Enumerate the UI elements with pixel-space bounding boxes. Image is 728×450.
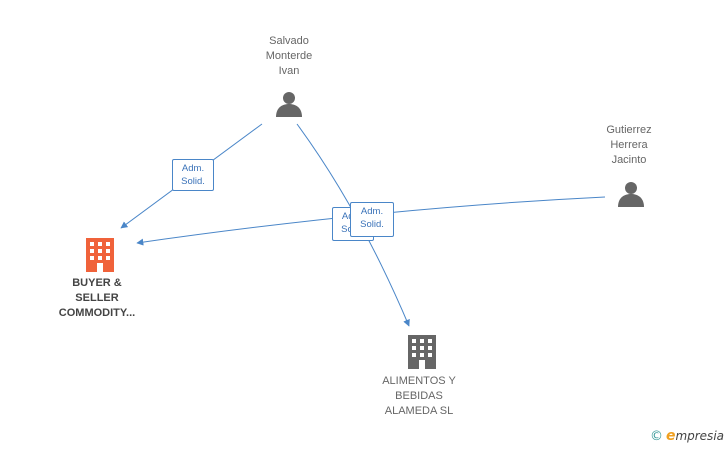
building-icon[interactable] [408, 335, 436, 369]
label-line: SELLER [75, 292, 119, 304]
role-badge-salvado-buyer[interactable]: Adm. Solid. [172, 159, 214, 191]
copyright-symbol: © [649, 429, 663, 444]
brand-logo: ©empresia [650, 428, 724, 444]
role-line: Solid. [181, 176, 205, 187]
role-line: Solid. [360, 219, 384, 230]
person-label-gutierrez[interactable]: Gutierrez Herrera Jacinto [589, 123, 669, 168]
brand-letter-e: e [665, 428, 676, 444]
role-badge-gutierrez-buyer[interactable]: Adm. Solid. [350, 202, 394, 237]
building-icon[interactable] [86, 238, 114, 272]
label-line: Ivan [278, 65, 300, 77]
label-line: BEBIDAS [395, 390, 443, 402]
label-line: ALAMEDA SL [384, 405, 454, 417]
role-line: Adm. [360, 206, 384, 217]
label-line: Jacinto [611, 154, 647, 166]
company-label-buyer-seller[interactable]: BUYER & SELLER COMMODITY... [47, 276, 147, 321]
person-icon[interactable] [618, 182, 644, 207]
label-line: Herrera [610, 139, 648, 151]
person-icon[interactable] [276, 92, 302, 117]
brand-name: mpresia [675, 429, 724, 443]
label-line: Monterde [265, 50, 313, 62]
label-line: Salvado [269, 35, 309, 47]
company-label-alimentos[interactable]: ALIMENTOS Y BEBIDAS ALAMEDA SL [369, 374, 469, 419]
person-label-salvado[interactable]: Salvado Monterde Ivan [249, 34, 329, 79]
label-line: ALIMENTOS Y [382, 375, 456, 387]
label-line: BUYER & [72, 277, 122, 289]
label-line: Gutierrez [606, 124, 652, 136]
role-line: Adm. [181, 163, 205, 174]
label-line: COMMODITY... [58, 307, 136, 319]
